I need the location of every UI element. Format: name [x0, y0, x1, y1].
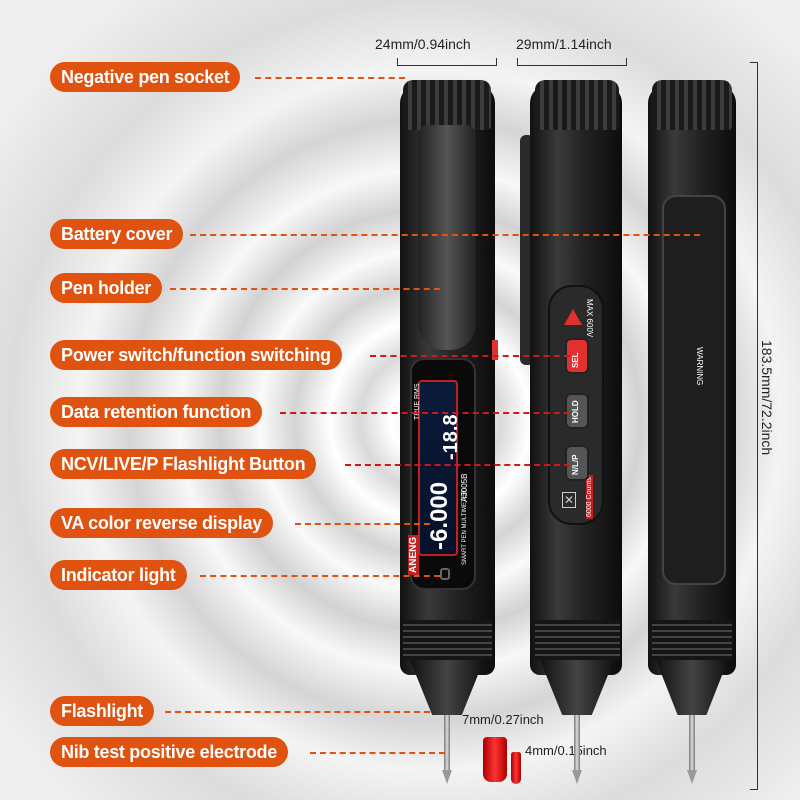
leader-pen-holder	[170, 288, 440, 290]
nlp-label: N/L/P	[571, 454, 580, 475]
pen-back-ring	[652, 620, 732, 660]
leader-flashlight	[165, 711, 430, 713]
leader-power-switch	[370, 355, 570, 357]
tip-large-dimension: 7mm/0.27inch	[462, 712, 544, 727]
label-battery-cover: Battery cover	[50, 219, 184, 249]
leader-ncv-flashlight-button	[345, 464, 570, 466]
label-va-display: VA color reverse display	[50, 508, 273, 538]
pen-side-cone	[540, 660, 614, 715]
length-line	[750, 62, 758, 790]
pen-front-probe	[442, 710, 452, 784]
width-side-bracket	[517, 58, 627, 66]
label-flashlight: Flashlight	[50, 696, 154, 726]
label-data-retention: Data retention function	[50, 397, 263, 427]
leader-nib-positive-electrode	[310, 752, 445, 754]
weee-icon: ✕	[562, 492, 576, 508]
ncv-flashlight-button[interactable]: N/L/P	[565, 445, 589, 481]
pen-front-flashlight	[410, 660, 484, 715]
warning-triangle-icon	[564, 309, 582, 325]
leader-va-display	[295, 523, 430, 525]
sel-label: SEL	[571, 352, 580, 368]
va-display: -6.000 -18.8 TRUE RMS ANENG A3005B SMART…	[408, 358, 476, 590]
hold-label: HOLD	[571, 400, 580, 423]
leader-battery-cover	[190, 234, 700, 236]
tip-small-dimension: 4mm/0.15inch	[525, 743, 607, 758]
leader-indicator-light	[200, 575, 440, 577]
label-indicator-light: Indicator light	[50, 560, 187, 590]
pen-back-cone	[656, 660, 728, 715]
label-power-switch: Power switch/function switching	[50, 340, 342, 370]
brand-logo: ANENG	[408, 534, 419, 575]
hold-button[interactable]: HOLD	[565, 393, 589, 429]
reading-sub: -18.8	[440, 414, 462, 460]
pen-holder-clip	[418, 125, 476, 350]
pen-side-probe	[572, 710, 582, 784]
reading-main: -6.000	[426, 481, 453, 550]
leader-data-retention	[280, 412, 570, 414]
indicator-light	[440, 568, 450, 580]
counts-label: 6000 Counts	[586, 475, 593, 519]
label-ncv-flashlight-button: NCV/LIVE/P Flashlight Button	[50, 449, 317, 479]
max-voltage-label: MAX 600V	[585, 299, 594, 338]
red-probe-cap-large	[483, 737, 507, 782]
label-negative-pen-socket: Negative pen socket	[50, 62, 241, 92]
label-nib-positive-electrode: Nib test positive electrode	[50, 737, 288, 767]
label-pen-holder: Pen holder	[50, 273, 163, 303]
pen-back-probe	[687, 710, 697, 784]
true-rms-label: TRUE RMS	[414, 383, 421, 420]
negative-pen-socket	[403, 80, 491, 130]
pen-side-ring	[535, 620, 620, 660]
pen-front-ring	[403, 620, 492, 660]
pen-back-cap	[652, 80, 732, 130]
leader-negative-pen-socket	[255, 77, 405, 79]
red-probe-cap-small	[511, 752, 521, 784]
lcd: -6.000 -18.8	[418, 380, 462, 556]
side-red-button[interactable]	[492, 340, 498, 360]
length-dimension: 183.5mm/72.2inch	[759, 340, 775, 456]
width-front-bracket	[397, 58, 497, 66]
warning-label: WARNING	[695, 347, 704, 386]
battery-cover: WARNING	[662, 195, 726, 585]
subtitle-label: SMART PEN MULTIMETER	[462, 489, 468, 565]
width-front-dimension: 24mm/0.94inch	[375, 36, 471, 52]
pen-side-cap	[535, 80, 619, 130]
width-side-dimension: 29mm/1.14inch	[516, 36, 612, 52]
